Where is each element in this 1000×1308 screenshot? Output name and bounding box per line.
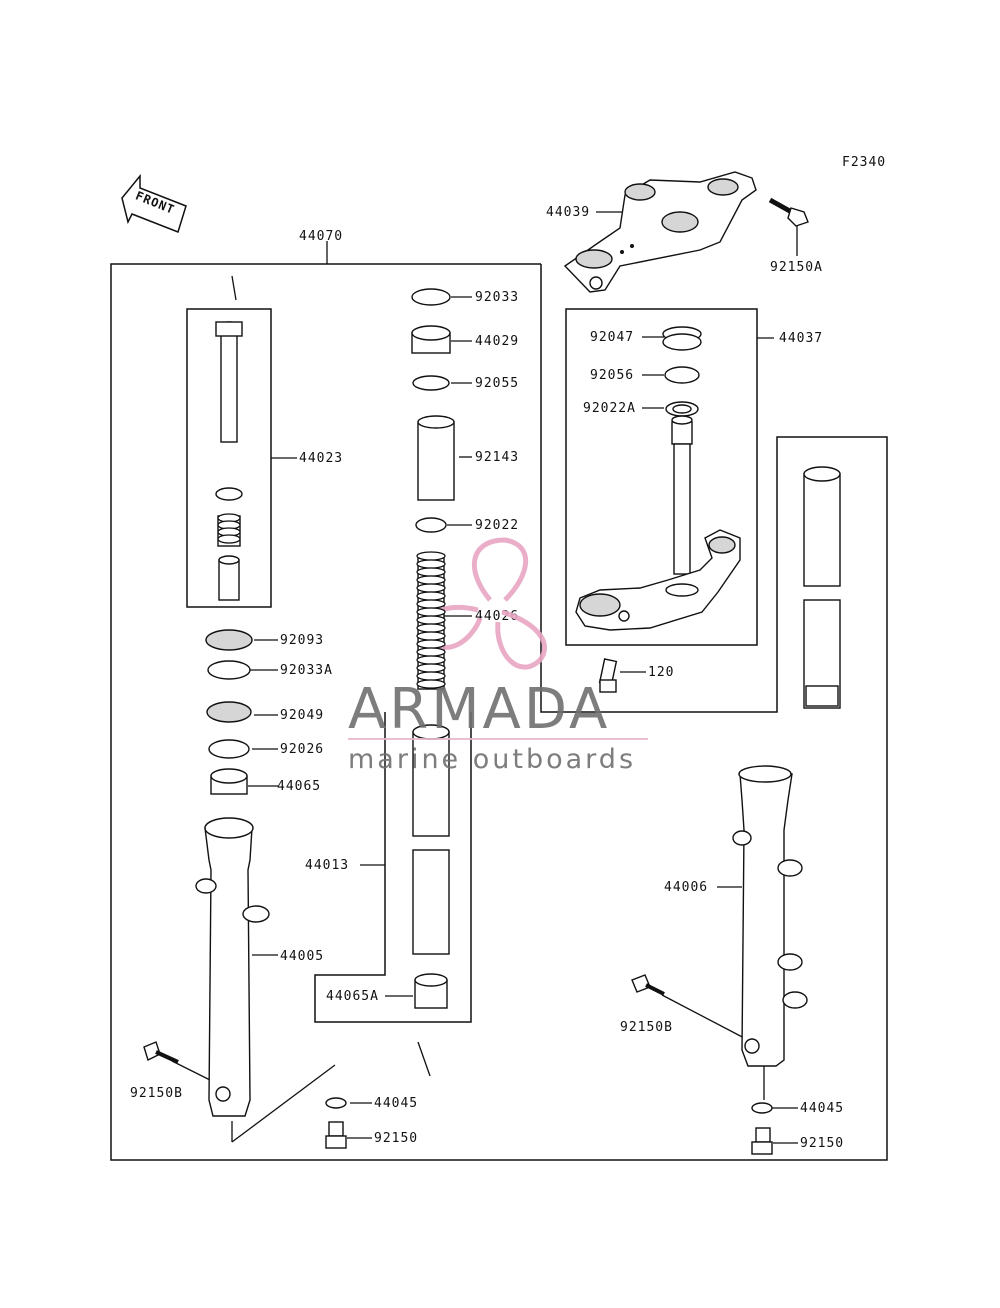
watermark: ARMADA marine outboards — [348, 537, 648, 775]
steering-stem-44037 — [575, 415, 741, 631]
inner-tube-right — [803, 466, 841, 709]
label-44045-right: 44045 — [800, 1101, 844, 1116]
bolt-120 — [598, 658, 618, 693]
label-44013: 44013 — [305, 858, 349, 873]
front-arrow-icon: FRONT — [121, 173, 187, 233]
leader-lines — [171, 211, 798, 1144]
label-92056: 92056 — [590, 368, 634, 383]
label-44037: 44037 — [779, 331, 823, 346]
label-92150a: 92150A — [770, 260, 823, 275]
watermark-title: ARMADA — [348, 677, 610, 742]
label-92049: 92049 — [280, 708, 324, 723]
label-44065: 44065 — [277, 779, 321, 794]
stem-seals — [662, 326, 702, 417]
outer-tube-44006 — [732, 765, 808, 1067]
label-44070: 44070 — [299, 229, 343, 244]
label-92150-right: 92150 — [800, 1136, 844, 1151]
label-92022a: 92022A — [583, 401, 636, 416]
figure-code: F2340 — [842, 155, 886, 170]
label-44039: 44039 — [546, 205, 590, 220]
small-spring-44023 — [217, 513, 241, 544]
label-120: 120 — [648, 665, 674, 680]
watermark-subtitle: marine outboards — [348, 744, 636, 775]
label-44045-left: 44045 — [374, 1096, 418, 1111]
label-92026: 92026 — [280, 742, 324, 757]
label-92055: 92055 — [475, 376, 519, 391]
outer-tube-44005 — [195, 817, 270, 1117]
label-92033: 92033 — [475, 290, 519, 305]
label-92150-left: 92150 — [374, 1131, 418, 1146]
label-92150b-right: 92150B — [620, 1020, 673, 1035]
seal-stack-left — [205, 629, 253, 795]
label-92143: 92143 — [475, 450, 519, 465]
label-44029: 44029 — [475, 334, 519, 349]
cylinder-44023 — [215, 321, 243, 601]
label-44065a: 44065A — [326, 989, 379, 1004]
washer-bolt-right — [751, 1102, 773, 1155]
label-44005: 44005 — [280, 949, 324, 964]
label-92047: 92047 — [590, 330, 634, 345]
label-92022: 92022 — [475, 518, 519, 533]
upper-bracket-44039 — [563, 171, 757, 293]
label-92093: 92093 — [280, 633, 324, 648]
label-92150b-left: 92150B — [130, 1086, 183, 1101]
bolt-92150b-right — [631, 974, 665, 996]
fork-spring-44026 — [416, 551, 446, 689]
bolt-92150a — [768, 197, 809, 227]
washer-bolt-left — [325, 1097, 347, 1149]
label-44023: 44023 — [299, 451, 343, 466]
part-labels: 44070 44039 92150A 44037 92047 92056 920… — [130, 205, 844, 1151]
bolt-92150b-left — [143, 1041, 179, 1064]
label-44006: 44006 — [664, 880, 708, 895]
label-92033a: 92033A — [280, 663, 333, 678]
